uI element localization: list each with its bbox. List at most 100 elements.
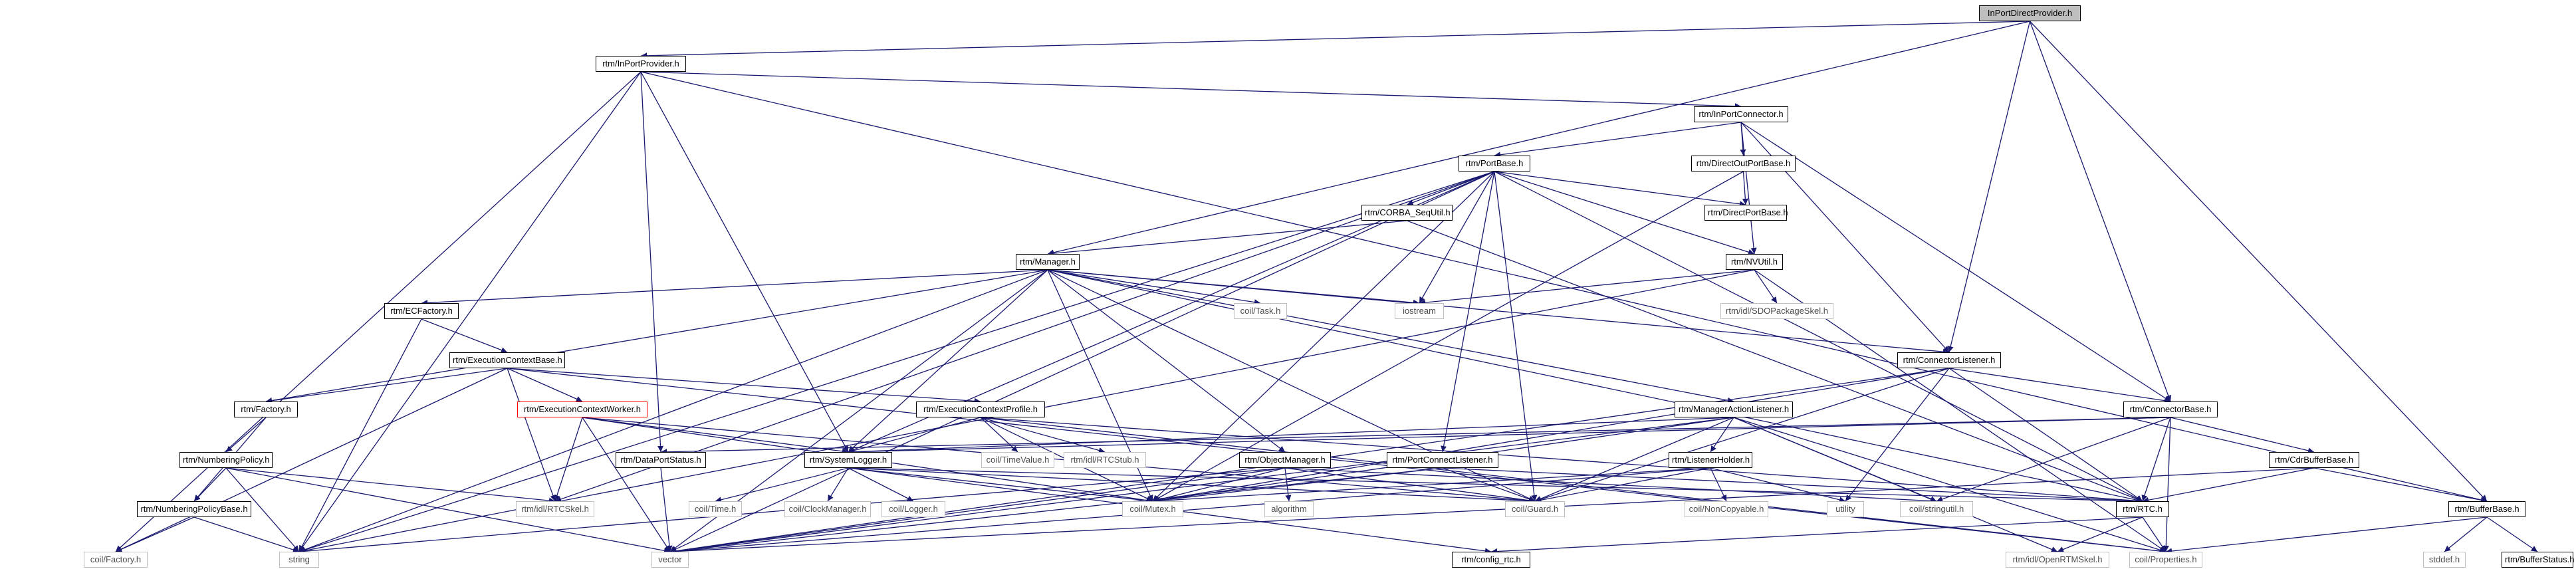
- edge-n20-n23: [848, 417, 2171, 455]
- edge-n21-n30: [193, 467, 227, 502]
- edge-n8-n19: [1047, 269, 1734, 403]
- edge-n1-n2: [640, 21, 2030, 59]
- edge-n27-n37: [1442, 467, 1536, 503]
- node-rtm-idl-rtcskel-h[interactable]: rtm/idl/RTCSkel.h: [516, 501, 594, 517]
- edge-n19-n48: [1733, 417, 2166, 553]
- edge-n3-n20: [1740, 122, 2171, 402]
- node-rtm-factory-h[interactable]: rtm/Factory.h: [234, 401, 298, 417]
- edge-n22-n45: [660, 467, 673, 552]
- node-rtm-bufferstatus-h[interactable]: rtm/BufferStatus.h: [2502, 552, 2575, 568]
- node-rtm-objectmanager-h[interactable]: rtm/ObjectManager.h: [1239, 452, 1331, 468]
- edge-n16-n31: [554, 417, 583, 502]
- edge-n1-n42: [2030, 21, 2488, 502]
- node-rtm-config-rtc-h[interactable]: rtm/config_rtc.h: [1452, 552, 1530, 568]
- node-coil-logger-h[interactable]: coil/Logger.h: [881, 501, 945, 517]
- node-rtm-idl-openrtmskel-h[interactable]: rtm/idl/OpenRTMSkel.h: [2006, 552, 2109, 568]
- node-rtm-ecfactory-h[interactable]: rtm/ECFactory.h: [384, 303, 459, 319]
- edge-n29-n41: [2142, 467, 2315, 503]
- edge-n8-n11: [1047, 269, 1261, 306]
- node-rtm-connectorlistener-h[interactable]: rtm/ConnectorListener.h: [1897, 352, 2001, 368]
- edge-n23-n34: [848, 467, 914, 502]
- edge-n2-n42: [640, 71, 2488, 503]
- edge-n8-n18: [1047, 269, 1950, 355]
- node-rtm-corba-sequtil-h[interactable]: rtm/CORBA_SeqUtil.h: [1361, 205, 1453, 221]
- node-rtm-executioncontextprofile-h[interactable]: rtm/ExecutionContextProfile.h: [916, 401, 1045, 417]
- edge-n4-n41: [1494, 171, 2143, 502]
- node-rtm-inport-provider-h[interactable]: rtm/InPortProvider.h: [596, 56, 686, 72]
- edge-n2-n22: [640, 71, 664, 453]
- node-rtm-rtc-h[interactable]: rtm/RTC.h: [2116, 501, 2169, 517]
- node-algorithm[interactable]: algorithm: [1264, 501, 1314, 517]
- edge-n9-n12: [1419, 269, 1755, 306]
- node-rtm-executioncontextworker-h[interactable]: rtm/ExecutionContextWorker.h: [517, 401, 647, 417]
- edge-n8-n23: [848, 269, 1048, 453]
- edge-n2-n44: [298, 71, 642, 552]
- node-rtm-systemlogger-h[interactable]: rtm/SystemLogger.h: [804, 452, 892, 468]
- node-coil-properties-h[interactable]: coil/Properties.h: [2129, 552, 2202, 568]
- node-coil-clockmanager-h[interactable]: coil/ClockManager.h: [784, 501, 871, 517]
- node-rtm-inport-connector-h[interactable]: rtm/InPortConnector.h: [1694, 106, 1788, 122]
- node-rtm-direct-port-base-h[interactable]: rtm/DirectPortBase.h: [1704, 205, 1788, 221]
- edge-n19-n37: [1534, 417, 1734, 502]
- node-rtm-portconnectlistener-h[interactable]: rtm/PortConnectListener.h: [1387, 452, 1498, 468]
- node-coil-timevalue-h[interactable]: coil/TimeValue.h: [981, 452, 1054, 468]
- node-coil-time-h[interactable]: coil/Time.h: [689, 501, 742, 517]
- edge-n30-n44: [193, 516, 300, 553]
- node-rtm-numberingpolicybase-h[interactable]: rtm/NumberingPolicyBase.h: [137, 501, 251, 517]
- edge-n26-n35: [1152, 467, 1286, 503]
- node-rtm-idl-rtcstub-h[interactable]: rtm/idl/RTCStub.h: [1064, 452, 1146, 468]
- edge-n14-n43: [115, 368, 508, 552]
- node-utility[interactable]: utility: [1827, 501, 1864, 517]
- edge-n14-n16: [507, 368, 583, 402]
- edge-n41-n46: [1490, 516, 2143, 555]
- edge-n28-n38: [1710, 467, 1727, 502]
- edge-n8-n26: [1047, 269, 1286, 453]
- node-rtm-direct-outport-base-h[interactable]: rtm/DirectOutPortBase.h: [1691, 156, 1796, 171]
- edge-n4-n44: [298, 171, 1495, 553]
- edge-n18-n39: [1845, 368, 1950, 502]
- node-rtm-connectorbase-h[interactable]: rtm/ConnectorBase.h: [2123, 401, 2218, 417]
- node-rtm-manageractionlistener-h[interactable]: rtm/ManagerActionListener.h: [1675, 401, 1793, 417]
- node-rtm-bufferbase-h[interactable]: rtm/BufferBase.h: [2448, 501, 2525, 517]
- edge-n23-n32: [715, 467, 849, 503]
- node-coil-noncopyable-h[interactable]: coil/NonCopyable.h: [1685, 501, 1768, 517]
- node-coil-task-h[interactable]: coil/Task.h: [1234, 303, 1287, 319]
- edge-n2-n43: [115, 71, 642, 552]
- edge-n42-n49: [2444, 516, 2488, 552]
- node-rtm-idl-sdopackageskel-h[interactable]: rtm/idl/SDOPackageSkel.h: [1720, 303, 1833, 319]
- edge-n19-n28: [1710, 417, 1734, 453]
- node-rtm-listenerholder-h[interactable]: rtm/ListenerHolder.h: [1669, 452, 1752, 468]
- node-rtm-executioncontextbase-h[interactable]: rtm/ExecutionContextBase.h: [449, 352, 565, 368]
- node-iostream[interactable]: iostream: [1395, 303, 1444, 319]
- edge-n1-n8: [1047, 21, 2030, 256]
- edge-n21-n45: [225, 467, 671, 554]
- node-string[interactable]: string: [279, 552, 319, 568]
- edge-n4-n27: [1441, 171, 1495, 453]
- edge-n21-n44: [225, 467, 300, 552]
- node-coil-stringutil-h[interactable]: coil/stringutil.h: [1900, 501, 1973, 517]
- node-inport-direct-provider-h[interactable]: InPortDirectProvider.h: [1979, 5, 2081, 21]
- node-coil-factory-h[interactable]: coil/Factory.h: [84, 552, 148, 568]
- edge-n29-n45: [669, 467, 2315, 555]
- edge-n4-n31: [554, 171, 1495, 503]
- edge-n26-n40: [1284, 467, 1937, 505]
- edge-n42-n48: [2165, 516, 2488, 554]
- edge-n19-n23: [848, 417, 1734, 455]
- node-rtm-nvutil-h[interactable]: rtm/NVUtil.h: [1726, 254, 1783, 270]
- node-vector[interactable]: vector: [651, 552, 689, 568]
- edge-n6-n8: [1047, 220, 1407, 257]
- node-rtm-cdrbufferbase-h[interactable]: rtm/CdrBufferBase.h: [2269, 452, 2359, 468]
- edge-n20-n22: [660, 417, 2171, 455]
- node-coil-guard-h[interactable]: coil/Guard.h: [1505, 501, 1565, 517]
- node-rtm-portbase-h[interactable]: rtm/PortBase.h: [1459, 156, 1530, 171]
- node-coil-mutex-h[interactable]: coil/Mutex.h: [1122, 501, 1183, 517]
- edge-n17-n24: [980, 417, 1018, 453]
- edge-n16-n37: [582, 417, 1536, 504]
- node-rtm-manager-h[interactable]: rtm/Manager.h: [1016, 254, 1080, 270]
- node-rtm-dataportstatus-h[interactable]: rtm/DataPortStatus.h: [616, 452, 706, 468]
- edge-n23-n35: [848, 467, 1153, 504]
- edge-n4-n9: [1494, 171, 1755, 255]
- node-stddef-h[interactable]: stddef.h: [2423, 552, 2466, 568]
- node-rtm-numberingpolicy-h[interactable]: rtm/NumberingPolicy.h: [179, 452, 273, 468]
